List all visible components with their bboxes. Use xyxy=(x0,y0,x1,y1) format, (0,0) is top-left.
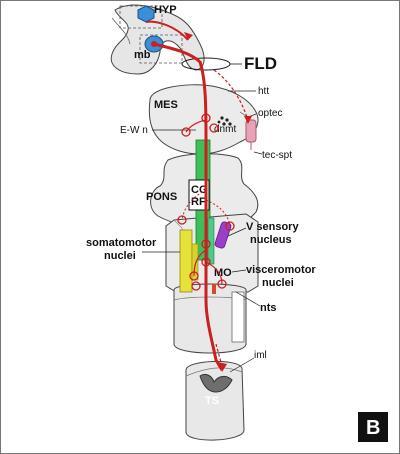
visceromotor-label-2: nuclei xyxy=(262,277,294,289)
mb-label: mb xyxy=(134,49,151,61)
caudal-medulla-section xyxy=(173,283,247,354)
somatomotor-label-2: nuclei xyxy=(104,250,136,262)
mo-label: MO xyxy=(214,267,232,279)
v-sensory-label-2: nucleus xyxy=(250,234,292,246)
visceromotor-label-1: visceromotor xyxy=(246,264,316,276)
tectal-column xyxy=(245,119,257,143)
hyp-nucleus-blue xyxy=(137,5,155,23)
spinal-cord-section xyxy=(185,360,245,441)
nts-marker xyxy=(212,284,216,294)
cgrf-box xyxy=(188,179,210,211)
dnmt-label: dnmt xyxy=(214,124,236,135)
fld-label: FLD xyxy=(244,54,277,73)
iml-label: iml xyxy=(254,350,267,361)
hypothalamus-sketch xyxy=(110,4,205,75)
htt-label: htt xyxy=(258,86,269,97)
nts-label: nts xyxy=(260,302,277,314)
somatomotor-nuclei xyxy=(179,229,193,293)
panel-letter: B xyxy=(366,417,380,439)
ts-label: TS xyxy=(205,395,219,407)
cgrf-line-2: RF xyxy=(191,196,206,208)
tec-spt-label: tec-spt xyxy=(262,150,292,161)
v-sensory-label-1: V sensory xyxy=(246,221,299,233)
synapse-markers xyxy=(177,113,235,291)
mes-label: MES xyxy=(154,99,178,111)
panel-letter-box xyxy=(358,412,388,442)
optec-label: optec xyxy=(258,108,282,119)
cgrf-line-1: CG xyxy=(191,184,208,196)
hyp-label: HYP xyxy=(154,4,177,16)
dnmt-dots xyxy=(217,116,232,126)
somatomotor-label-1: somatomotor xyxy=(86,237,157,249)
ewn-label: E-W n xyxy=(120,125,148,136)
pons-label: PONS xyxy=(146,191,177,203)
